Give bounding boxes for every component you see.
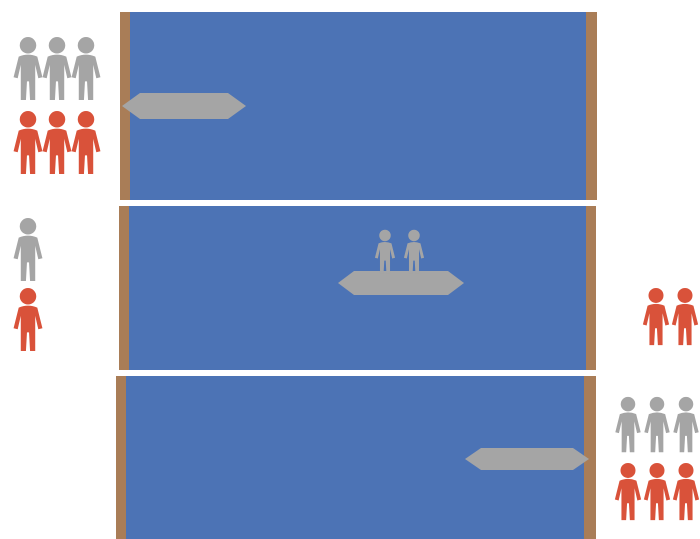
person-red-icon[interactable] (41, 110, 73, 176)
person-red-icon[interactable] (70, 110, 102, 176)
person-gray-icon[interactable] (397, 229, 431, 275)
person-red-icon[interactable] (612, 462, 644, 522)
person-red-icon[interactable] (12, 110, 44, 176)
river-panel-1 (0, 0, 700, 200)
river-water (129, 206, 586, 370)
person-gray-icon[interactable] (41, 36, 73, 102)
right-bank (586, 12, 597, 200)
person-gray-icon[interactable] (12, 36, 44, 102)
person-red-icon[interactable] (640, 287, 672, 347)
left-bank (116, 376, 126, 539)
person-gray-icon[interactable] (70, 36, 102, 102)
person-gray-icon[interactable] (12, 217, 44, 283)
person-red-icon[interactable] (669, 287, 700, 347)
person-red-icon[interactable] (641, 462, 673, 522)
person-red-icon[interactable] (670, 462, 700, 522)
person-gray-icon[interactable] (641, 396, 673, 454)
person-gray-icon[interactable] (670, 396, 700, 454)
left-bank (119, 206, 129, 370)
river-water (126, 376, 584, 539)
right-bank (586, 206, 596, 370)
person-gray-icon[interactable] (612, 396, 644, 454)
boat[interactable] (122, 92, 246, 120)
boat[interactable] (465, 447, 589, 471)
right-bank (584, 376, 596, 539)
person-red-icon[interactable] (12, 287, 44, 353)
